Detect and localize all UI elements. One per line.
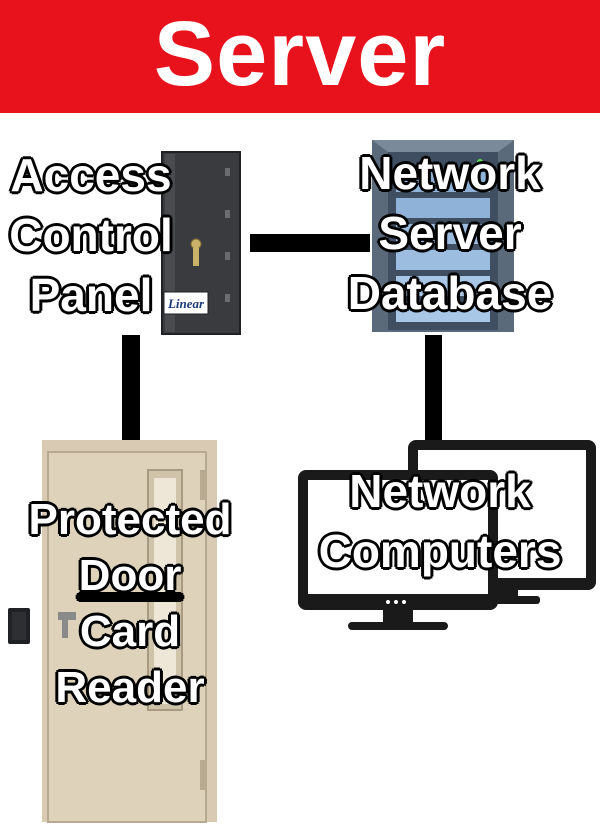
server-label-line-3: Database	[346, 267, 553, 319]
access-panel-label-line-2: Control	[8, 209, 174, 261]
connector-panel-door	[122, 335, 140, 445]
access-panel-label-line-1: Access	[9, 149, 173, 201]
server-label-line-1: Network	[358, 147, 542, 199]
door-icon	[42, 440, 217, 823]
connector-server-computers	[425, 335, 442, 445]
server-rack-icon	[372, 140, 514, 332]
computers-label: Network Computers	[295, 465, 585, 577]
connector-panel-server	[250, 234, 370, 252]
door-label-line-3: Card	[79, 607, 182, 656]
access-panel-label: Access Control Panel	[0, 149, 182, 321]
card-reader-icon	[8, 608, 30, 644]
computers-label-line-2: Computers	[317, 525, 562, 577]
door-label-line-1: Protected	[27, 495, 232, 544]
door-label-line-4: Reader	[54, 663, 206, 712]
door-label-line-2: Door	[77, 551, 182, 600]
control-panel-box-icon: Linear	[161, 151, 241, 335]
server-label-line-2: Server	[377, 207, 523, 259]
brand-label: Linear	[167, 296, 205, 311]
banner-title: Server	[153, 2, 447, 105]
server-label: Network Server Database	[325, 147, 575, 319]
door-label: Protected Door Card Reader	[10, 495, 250, 712]
computers-label-line-1: Network	[348, 465, 532, 517]
monitors-icon	[298, 440, 596, 630]
title-banner: Server	[0, 0, 600, 113]
access-panel-label-line-3: Panel	[28, 269, 153, 321]
